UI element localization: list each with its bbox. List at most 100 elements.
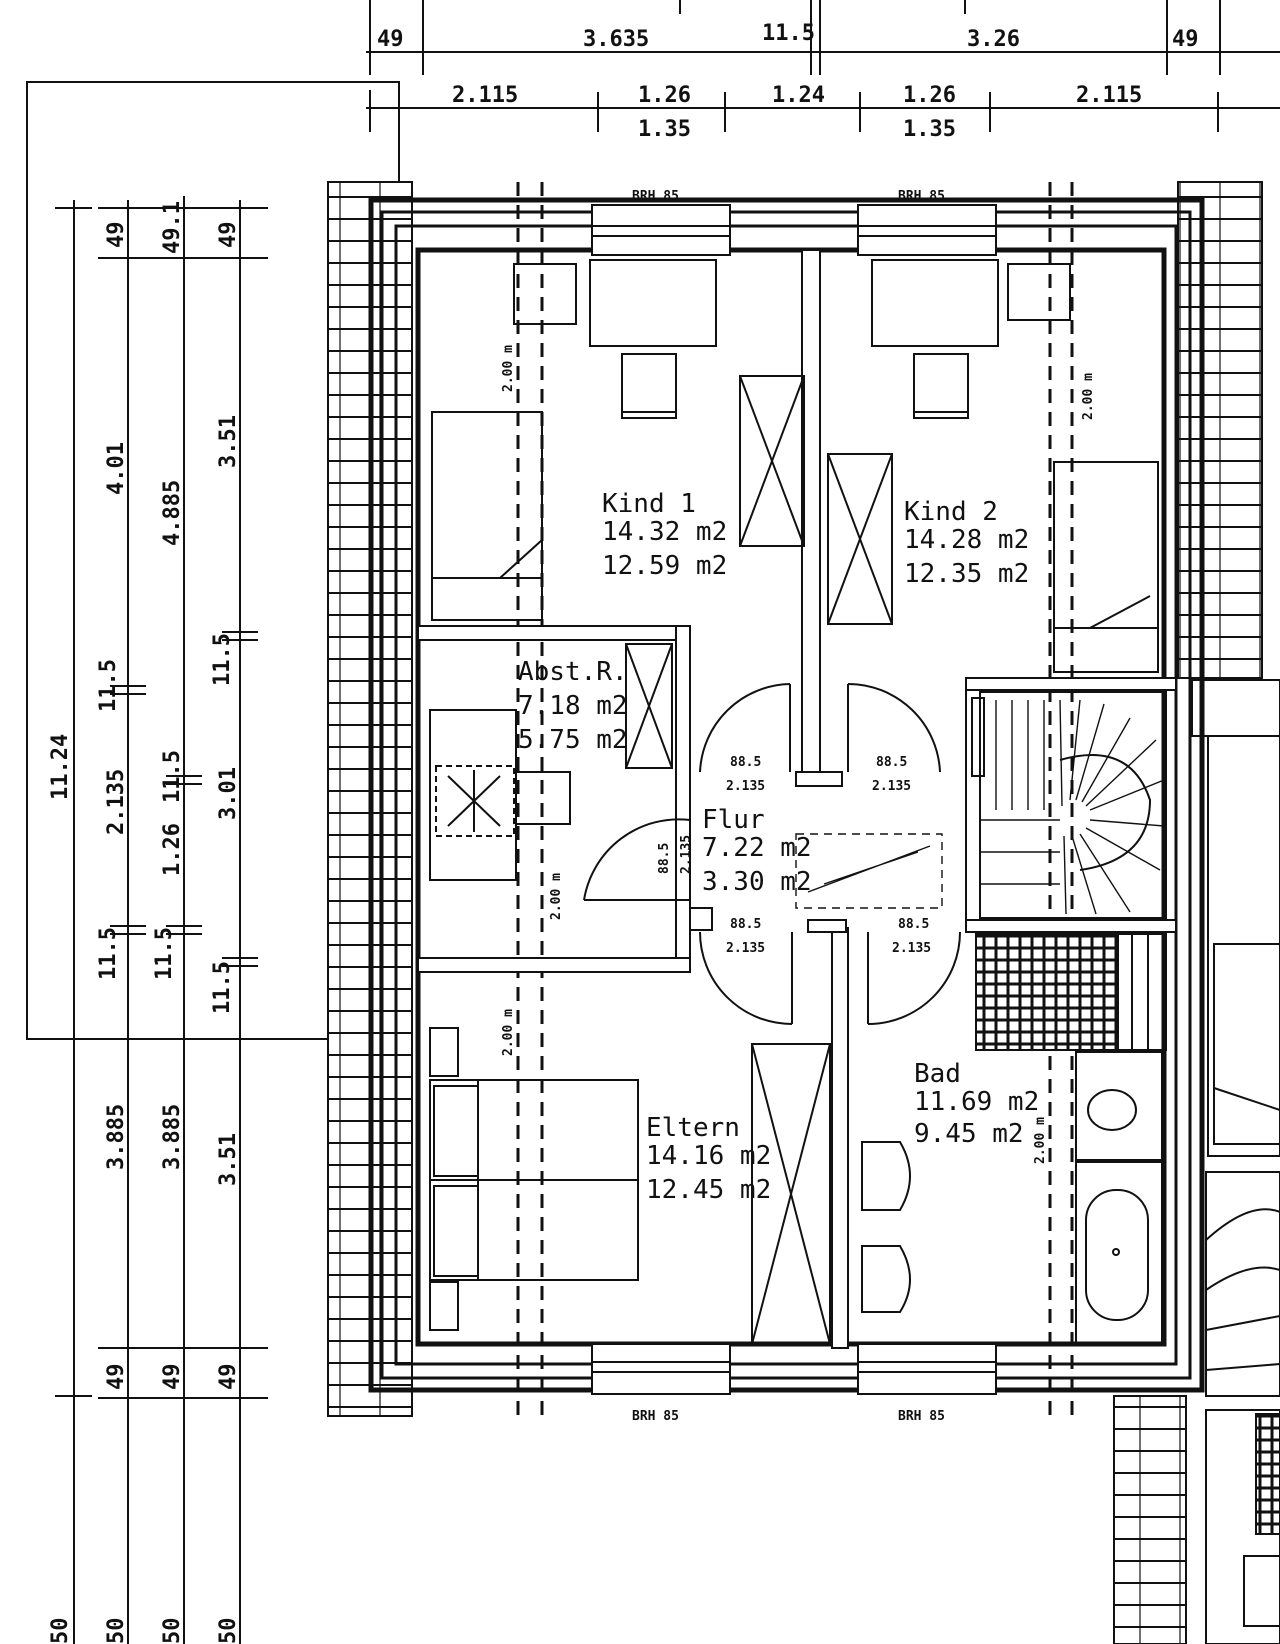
svg-text:2.00 m: 2.00 m [549,873,564,920]
window-label-eltern: BRH 85 [632,1409,679,1424]
room-label-bad: Bad 11.69 m2 9.45 m2 [914,1059,1039,1149]
kind2-furniture [827,259,1159,673]
door-eltern-width: 88.5 [730,917,761,932]
dim-left-c4-301: 3.01 [216,767,241,820]
room-kind1-name: Kind 1 [602,489,696,519]
dim-left-c2-3885: 3.885 [104,1104,129,1170]
dim-bottom-50-4: 50 [216,1618,241,1644]
staircase [971,691,1167,919]
window-label-kind1: BRH 85 [632,189,679,204]
dim-top-326: 3.26 [967,27,1020,52]
dim-top-126-b: 1.26 [903,83,956,108]
room-label-abst: Abst.R. 7.18 m2 5.75 m2 [518,657,628,755]
dim-left-c4-351-b: 3.51 [216,1133,241,1186]
left-dimension-chains: 11.24 49 4.01 11.5 2.135 11.5 3.885 49 4… [48,196,268,1644]
dim-left-c3-115-b: 11.5 [152,927,177,980]
door-eltern-height: 2.135 [726,941,765,956]
wall-height-labels: 2.00 m 2.00 m 2.00 m 2.00 m 2.00 m [501,345,1096,1164]
svg-text:2.00 m: 2.00 m [1033,1117,1048,1164]
room-kind1-area-net: 12.59 m2 [602,551,727,581]
dim-left-c2-115-a: 11.5 [96,659,121,712]
door-swings [583,682,961,1025]
eltern-furniture [429,1027,831,1345]
dim-left-c3-126: 1.26 [160,823,185,876]
flur-skylight [795,833,943,909]
roof-tiles-right-top [1177,181,1263,679]
bathroom-fixtures [861,933,1167,1345]
dim-bottom-50-3: 50 [160,1618,185,1644]
door-bad-height: 2.135 [892,941,931,956]
room-label-eltern: Eltern 14.16 m2 12.45 m2 [646,1113,771,1205]
room-bad-name: Bad [914,1059,961,1089]
room-kind2-area-gross: 14.28 m2 [904,525,1029,555]
room-flur-area-net: 3.30 m2 [702,867,812,897]
door-bad-width: 88.5 [898,917,929,932]
room-label-kind1: Kind 1 14.32 m2 12.59 m2 [602,489,727,581]
room-abst-area-net: 5.75 m2 [518,725,628,755]
door-kind1-height: 2.135 [726,779,765,794]
dim-left-1124: 11.24 [48,734,73,800]
abst-furniture [429,643,673,881]
room-flur-name: Flur [702,805,765,835]
dim-left-c4-49-bottom: 49 [216,1364,241,1391]
room-kind1-area-gross: 14.32 m2 [602,517,727,547]
dim-left-c4-115-a: 11.5 [210,633,235,686]
svg-text:2.00 m: 2.00 m [501,345,516,392]
dim-left-c4-115-b: 11.5 [210,961,235,1014]
dim-left-c3-4885: 4.885 [160,480,185,546]
dim-left-c2-49-bottom: 49 [104,1364,129,1391]
door-flur-width: 88.5 [657,843,672,874]
dim-top-49-left: 49 [377,27,404,52]
dim-top-135-b: 1.35 [903,117,956,142]
dim-bottom-50-2: 50 [104,1618,129,1644]
room-abst-area-gross: 7.18 m2 [518,691,628,721]
room-eltern-name: Eltern [646,1113,740,1143]
dim-top-49-right: 49 [1172,27,1199,52]
dim-left-c3-3885: 3.885 [160,1104,185,1170]
room-flur-area-gross: 7.22 m2 [702,833,812,863]
room-bad-area-gross: 11.69 m2 [914,1087,1039,1117]
neighbour-house [1191,679,1280,1644]
roof-tiles-right-bottom [1113,1395,1187,1644]
window-label-kind2: BRH 85 [898,189,945,204]
svg-text:2.00 m: 2.00 m [501,1009,516,1056]
windows-bottom: BRH 85 BRH 85 [591,1343,997,1424]
room-label-kind2: Kind 2 14.28 m2 12.35 m2 [904,497,1029,589]
windows-top: BRH 85 BRH 85 [591,189,997,256]
dim-left-c2-2135: 2.135 [104,769,129,835]
door-kind1-width: 88.5 [730,755,761,770]
kind1-furniture [431,259,805,621]
room-label-flur: Flur 7.22 m2 3.30 m2 [702,805,812,897]
dim-top-3635: 3.635 [583,27,649,52]
door-kind2-width: 88.5 [876,755,907,770]
dim-left-c2-401: 4.01 [104,442,129,495]
door-flur-height: 2.135 [679,835,694,874]
dim-left-c3-115-a: 11.5 [160,750,185,803]
dim-bottom-50-1: 50 [48,1618,73,1644]
interior-walls [417,249,1177,1349]
dim-left-c2-115-b: 11.5 [96,927,121,980]
dim-top-2115-left: 2.115 [452,83,518,108]
room-kind2-name: Kind 2 [904,497,998,527]
room-kind2-area-net: 12.35 m2 [904,559,1029,589]
roof-slope-lines [516,182,1074,1420]
room-eltern-area-net: 12.45 m2 [646,1175,771,1205]
top-dimension-chains: 49 3.635 11.5 3.26 49 2.115 1.26 1.35 1.… [366,0,1280,142]
door-kind2-height: 2.135 [872,779,911,794]
dim-left-c3-49-bottom: 49 [160,1364,185,1391]
dim-top-135-a: 1.35 [638,117,691,142]
dim-top-124: 1.24 [772,83,825,108]
window-label-bad: BRH 85 [898,1409,945,1424]
dim-top-2115-right: 2.115 [1076,83,1142,108]
outer-walls [368,197,1205,1393]
dim-left-c2-49-top: 49 [104,222,129,249]
dim-top-115: 11.5 [762,21,815,46]
door-labels: 88.5 2.135 88.5 2.135 88.5 2.135 88.5 2.… [657,755,931,956]
dim-left-c4-49-top: 49 [216,222,241,249]
room-abst-name: Abst.R. [518,657,628,687]
svg-text:2.00 m: 2.00 m [1081,373,1096,420]
room-eltern-area-gross: 14.16 m2 [646,1141,771,1171]
dim-left-c4-351-a: 3.51 [216,415,241,468]
room-bad-area-net: 9.45 m2 [914,1119,1024,1149]
